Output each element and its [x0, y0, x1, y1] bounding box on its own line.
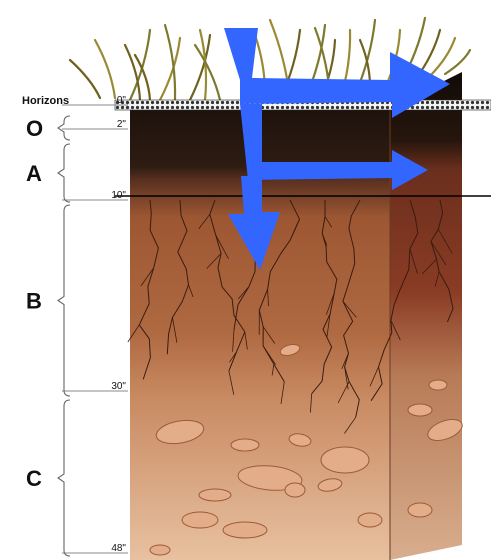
grass-blade [95, 40, 115, 98]
horizon-bracket [58, 144, 70, 202]
stone-pebble [429, 380, 447, 390]
stone-pebble [408, 503, 432, 517]
soil-side-face [390, 72, 462, 560]
stone-pebble [321, 447, 369, 473]
horizon-bracket [58, 116, 70, 140]
stone-pebble [358, 513, 382, 527]
depth-label: 10" [111, 190, 126, 201]
grass-blade [70, 60, 100, 98]
depth-label: 48" [111, 543, 126, 554]
stone-pebble [182, 512, 218, 528]
horizon-bracket [58, 400, 70, 556]
stone-pebble [231, 439, 259, 451]
stone-pebble [408, 404, 432, 416]
depth-label: 30" [111, 381, 126, 392]
stone-pebble [199, 489, 231, 501]
horizon-axis: Horizons 0"2"10"30"48"OABC [22, 95, 128, 556]
horizon-label-b: B [26, 289, 42, 314]
horizon-label-c: C [26, 466, 42, 491]
depth-label: 0" [117, 95, 127, 106]
stone-pebble [285, 483, 305, 497]
stone-pebble [223, 522, 267, 538]
horizon-bracket [58, 205, 70, 396]
horizon-label-o: O [26, 116, 43, 141]
stone-pebble [150, 545, 170, 555]
depth-label: 2" [117, 119, 127, 130]
horizon-label-a: A [26, 161, 42, 186]
